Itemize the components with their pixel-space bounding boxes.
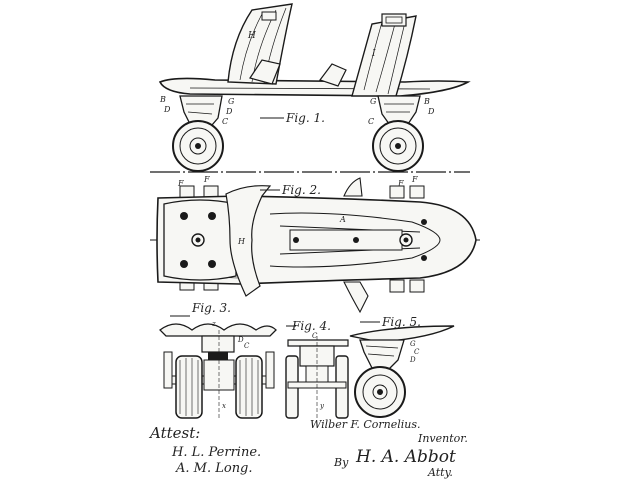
part-letter: F (177, 179, 184, 188)
inventor-role: Inventor. (417, 432, 468, 445)
part-letter: B (423, 97, 430, 106)
part-letter: C (414, 348, 420, 356)
figure-3-label: Fig. 3. (191, 301, 231, 315)
figure-1-side-view: H I B D G D C G B C D Fig. 1. (150, 3, 471, 173)
part-letter: x (222, 402, 226, 410)
figure-2-plan-view: F F F F (150, 175, 480, 314)
fig3-right-wheel (235, 355, 263, 419)
figure-2-label: Fig. 2. (281, 183, 321, 197)
figure-5-label: Fig. 5. (381, 315, 421, 329)
part-letter: F (411, 175, 418, 184)
part-letter: B (159, 95, 166, 104)
foot-plate (158, 77, 471, 97)
part-letter: G (410, 340, 416, 348)
figure-4-label: Fig. 4. (291, 319, 331, 333)
witness-1: H. L. Perrine. (171, 445, 261, 460)
signature-block: Attest: H. L. Perrine. A. M. Long. Wilbe… (148, 418, 468, 479)
part-letter: F (203, 175, 210, 184)
part-letter: D (427, 107, 435, 116)
fig5-wheel (354, 366, 406, 418)
part-letter: I (371, 49, 376, 59)
attest-heading: Attest: (148, 424, 200, 442)
attorney-name: H. A. Abbot (355, 447, 456, 467)
front-wheel (172, 120, 224, 172)
part-letter: y (319, 402, 325, 410)
part-letter: D (163, 105, 171, 114)
part-letter: F (397, 179, 404, 188)
rear-wheel (372, 120, 424, 172)
part-letter: H (247, 31, 256, 41)
part-letter: D (237, 336, 244, 344)
part-letter: D (409, 356, 416, 364)
attorney-prefix: By (333, 456, 349, 469)
figure-1-label: Fig. 1. (285, 111, 325, 125)
part-letter: G (370, 97, 377, 106)
figure-3-front-view: Fig. 3. z D C x (159, 301, 277, 420)
rivets (180, 212, 427, 268)
figure-4-section-view: Fig. 4. C y (285, 319, 349, 420)
part-letter: C (244, 342, 250, 350)
part-letter: A (339, 215, 346, 224)
plan-heel-strap (225, 185, 272, 297)
part-letter: z (211, 320, 216, 328)
part-letter: C (312, 332, 318, 340)
figure-5-truck-detail: Fig. 5. G C D (349, 315, 455, 418)
part-letter: H (237, 237, 246, 246)
fig3-plate (159, 323, 277, 337)
part-letter: C (222, 117, 228, 126)
attorney-role: Atty. (427, 466, 453, 479)
witness-2: A. M. Long. (175, 461, 253, 476)
fig3-left-wheel (175, 355, 203, 419)
toe-strap (351, 15, 417, 97)
part-letter: D (225, 107, 233, 116)
part-letter: G (228, 97, 235, 106)
part-letter: C (368, 117, 374, 126)
inventor-name: Wilber F. Cornelius. (310, 418, 421, 431)
